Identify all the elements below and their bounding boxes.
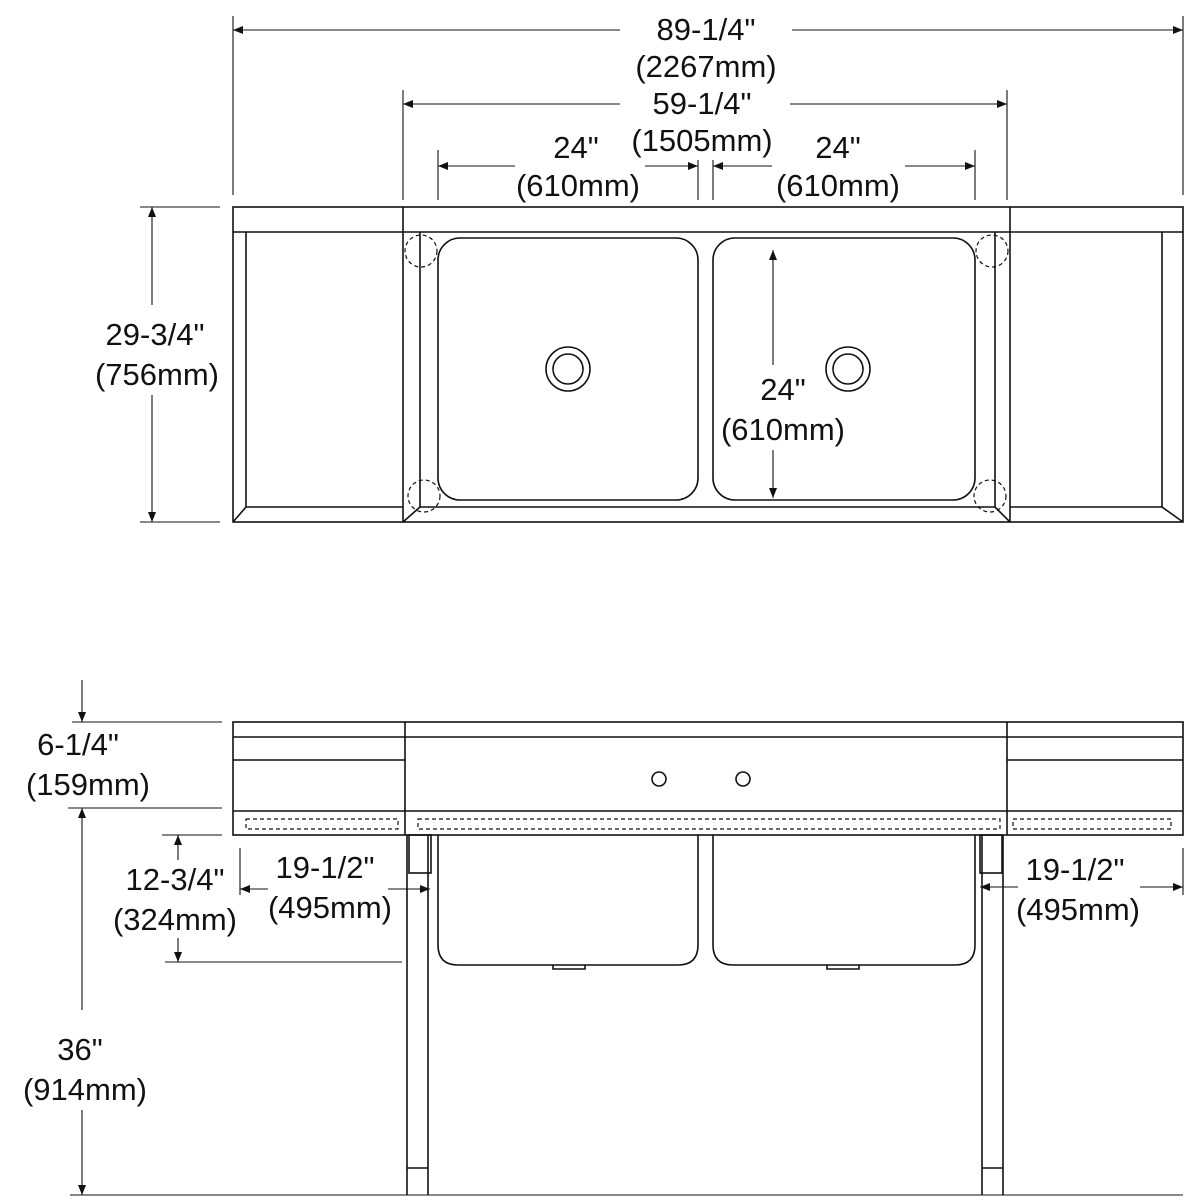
right-drainboard [994,232,1184,523]
left-drainboard-in: 19-1/2" [276,850,375,885]
front-view: 6-1/4" (159mm) 36" (914mm) 12-3/4" (324m… [23,680,1184,1196]
bowl-depth-front-in: 12-3/4" [126,862,225,897]
overall-width-in: 89-1/4" [657,12,756,47]
left-drainboard [232,232,421,523]
left-drainboard-mm: (495mm) [268,890,392,925]
overall-depth-mm: (756mm) [95,357,219,392]
sink-width-mm: (1505mm) [631,123,772,158]
overall-depth-in: 29-3/4" [106,317,205,352]
left-bowl-front [437,835,699,966]
front-outline [232,721,1184,836]
right-bowl-width-mm: (610mm) [776,168,900,203]
backsplash-height-in: 6-1/4" [37,727,119,762]
faucet-hole-icon [651,771,667,787]
right-drainboard-mm: (495mm) [1016,892,1140,927]
left-bowl-width-in: 24" [553,130,599,165]
sink-outline [232,206,1184,523]
drain-icon [825,346,871,392]
left-bowl-width-mm: (610mm) [516,168,640,203]
right-leg [979,834,1004,1195]
rim-height-mm: (914mm) [23,1072,147,1107]
right-bowl-width-in: 24" [815,130,861,165]
sink-width-in: 59-1/4" [653,86,752,121]
bowl-depth-front-mm: (324mm) [113,902,237,937]
right-drainboard-in: 19-1/2" [1026,852,1125,887]
right-bowl-front [712,835,976,966]
top-view: 89-1/4" (2267mm) 59-1/4" (1505mm) 24" (6… [95,12,1184,523]
right-bowl [712,237,976,501]
bowl-depth-in: 24" [760,372,806,407]
drain-icon [545,346,591,392]
faucet-hole-icon [735,771,751,787]
backsplash-height-mm: (159mm) [26,767,150,802]
rim-height-in: 36" [57,1032,103,1067]
overall-width-mm: (2267mm) [635,49,776,84]
left-bowl [437,237,699,501]
left-leg [406,834,432,1195]
bowl-depth-mm: (610mm) [721,412,845,447]
